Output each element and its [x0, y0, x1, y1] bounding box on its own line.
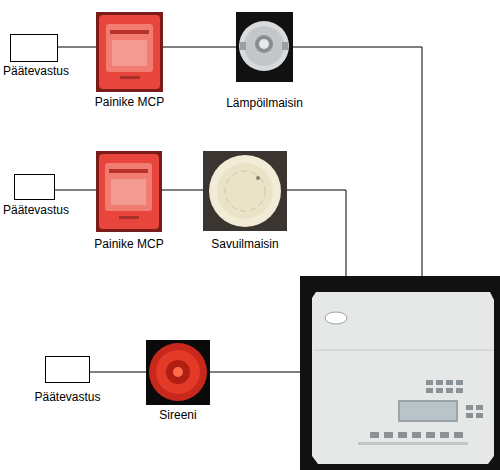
device-caption: Päätevastus	[34, 391, 100, 404]
device-photo-frame: Lämpöilmaisin	[236, 12, 293, 82]
smoke-detector-photo	[203, 151, 287, 231]
device-caption: Painike MCP	[94, 238, 163, 251]
device-caption: Lämpöilmaisin	[226, 97, 303, 110]
wire	[287, 190, 346, 277]
wire-connector	[55, 190, 96, 191]
end-resistor-box: Päätevastus	[14, 174, 55, 200]
wire-connector	[163, 47, 236, 48]
wire-connector	[90, 372, 146, 373]
wire-connector	[58, 47, 96, 48]
wire	[210, 372, 300, 373]
wire	[293, 47, 422, 277]
device-caption: Päätevastus	[3, 65, 69, 78]
end-resistor-box: Päätevastus	[45, 356, 90, 383]
device-photo-frame: Painike MCP	[96, 151, 162, 232]
device-caption: Painike MCP	[95, 96, 164, 109]
heat-detector-photo	[236, 12, 293, 82]
control-panel-photo	[300, 276, 500, 470]
call-point-photo	[96, 151, 162, 232]
device-photo-frame: Savuilmaisin	[203, 151, 287, 231]
siren-photo	[146, 340, 210, 405]
device-photo-frame: Painike MCP	[96, 12, 163, 92]
device-caption: Päätevastus	[3, 204, 69, 217]
call-point-photo	[96, 12, 163, 92]
device-caption: Savuilmaisin	[211, 238, 278, 251]
wire-connector	[162, 190, 203, 191]
device-photo-frame: Sireeni	[146, 340, 210, 405]
end-resistor-box: Päätevastus	[10, 34, 58, 62]
device-caption: Sireeni	[159, 409, 196, 422]
